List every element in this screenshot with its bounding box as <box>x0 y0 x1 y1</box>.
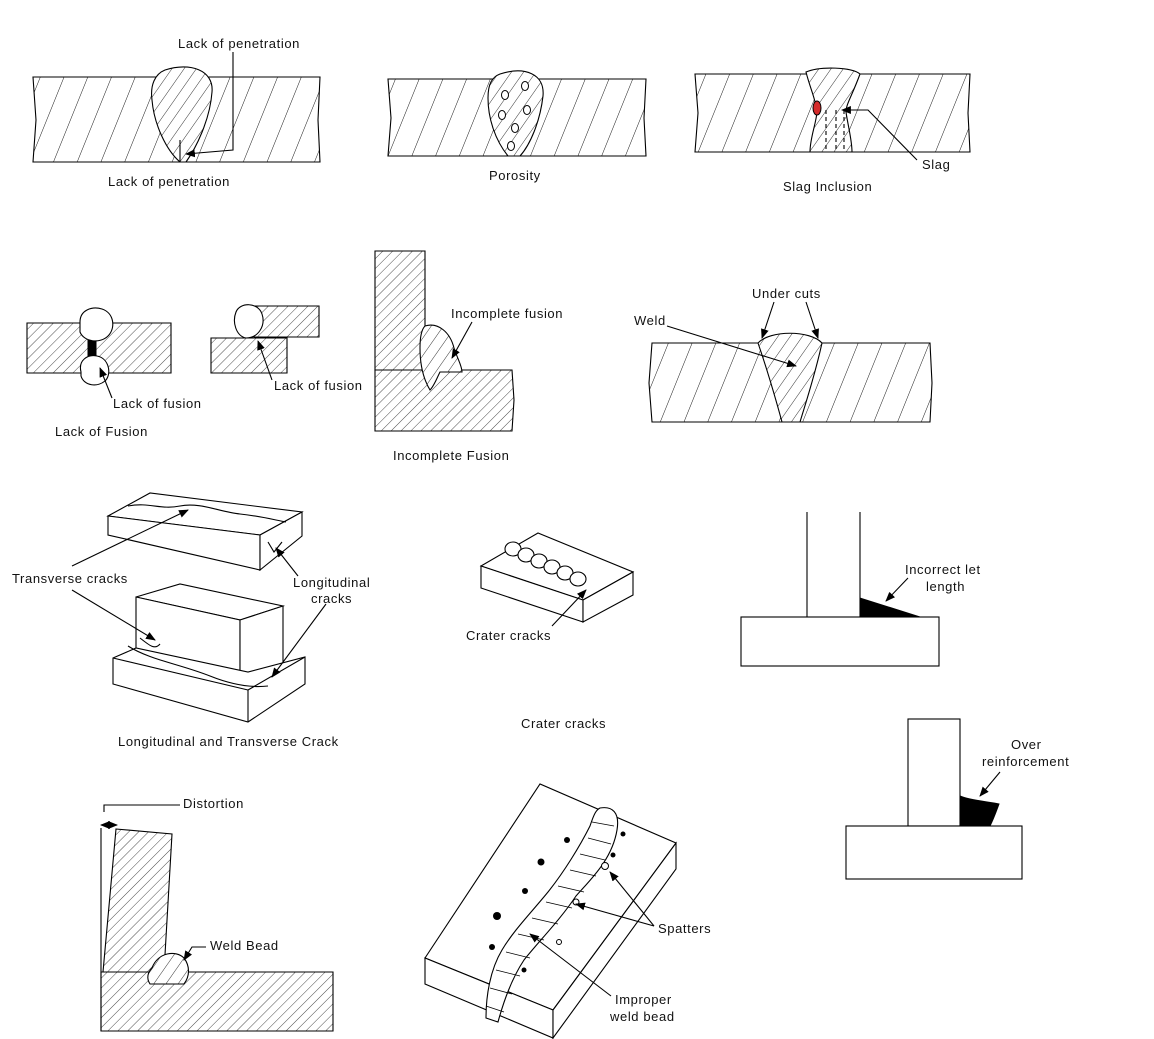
improper-bead-callout-1: Improper <box>615 992 672 1007</box>
crater-cracks-callout: Crater cracks <box>466 628 551 643</box>
spatters-callout: Spatters <box>658 921 711 936</box>
crater-cracks-figure: Crater cracks Crater cracks <box>466 532 635 731</box>
porosity-figure: Porosity <box>387 70 647 183</box>
pore-cluster <box>498 81 531 151</box>
lack-of-fusion-caption: Lack of Fusion <box>55 424 148 439</box>
under-cuts-callout: Under cuts <box>752 286 821 301</box>
slag-inclusion-mark <box>812 100 822 116</box>
spatter-figure: Spatters Improper weld bead <box>424 783 711 1039</box>
longitudinal-cracks-callout-1: Longitudinal <box>293 575 370 590</box>
over-reinforcement-callout-2: reinforcement <box>982 754 1069 769</box>
distortion-figure: Distortion Weld Bead <box>100 796 334 1032</box>
lack-of-penetration-figure: Lack of penetration Lack of penetration <box>32 36 321 189</box>
incorrect-leg-callout-1: Incorrect let <box>905 562 981 577</box>
incomplete-fusion-figure: Incomplete fusion Incomplete Fusion <box>374 250 563 463</box>
distortion-callout: Distortion <box>183 796 244 811</box>
weld-bead-ripples <box>504 541 587 587</box>
slag-inclusion-caption: Slag Inclusion <box>783 179 872 194</box>
incomplete-fusion-callout: Incomplete fusion <box>451 306 563 321</box>
weld-callout: Weld <box>634 313 666 328</box>
slag-callout: Slag <box>922 157 950 172</box>
over-reinforcement-figure: Over reinforcement <box>845 718 1069 880</box>
incorrect-leg-length-figure: Incorrect let length <box>740 512 981 667</box>
lack-of-fusion-callout-1: Lack of fusion <box>113 396 202 411</box>
long-trans-caption: Longitudinal and Transverse Crack <box>118 734 339 749</box>
undercut-figure: Under cuts Weld <box>634 286 933 423</box>
slag-inclusion-figure: Slag Slag Inclusion <box>694 67 971 194</box>
longitudinal-transverse-crack-figure: Transverse cracks Longitudinal cracks Lo… <box>12 492 370 749</box>
lack-of-fusion-figure: Lack of fusion Lack of Fusion Lack of fu… <box>26 304 363 439</box>
crater-cracks-caption: Crater cracks <box>521 716 606 731</box>
porosity-caption: Porosity <box>489 168 541 183</box>
lack-of-fusion-callout-2: Lack of fusion <box>274 378 363 393</box>
transverse-cracks-callout: Transverse cracks <box>12 571 128 586</box>
incomplete-fusion-caption: Incomplete Fusion <box>393 448 509 463</box>
weld-bead-callout: Weld Bead <box>210 938 279 953</box>
lack-of-penetration-callout: Lack of penetration <box>178 36 300 51</box>
lack-of-penetration-caption: Lack of penetration <box>108 174 230 189</box>
spatter-dots <box>489 831 626 973</box>
incorrect-leg-callout-2: length <box>926 579 965 594</box>
longitudinal-cracks-callout-2: cracks <box>311 591 352 606</box>
over-reinforcement-callout-1: Over <box>1011 737 1042 752</box>
improper-bead-callout-2: weld bead <box>609 1009 675 1024</box>
